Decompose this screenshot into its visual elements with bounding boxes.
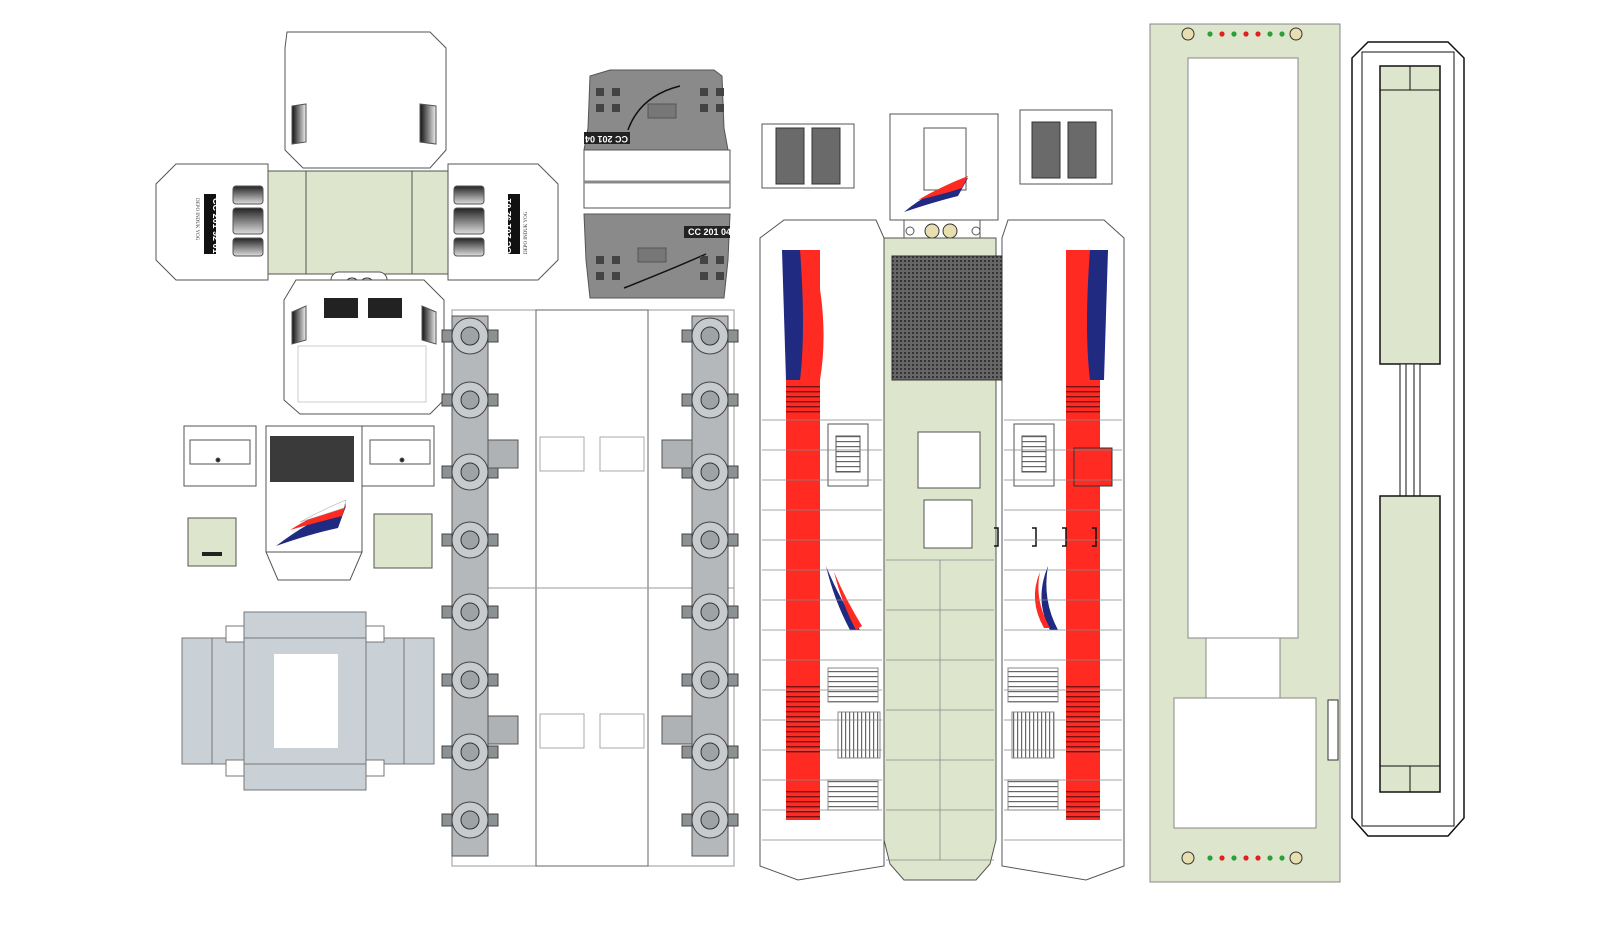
bogie-wheel-icon [681,453,739,491]
cab-front-net: CC 201 92 01 DEPO INDUK YOG CC 201 92 01… [155,31,559,415]
nose-panel-net [183,425,435,581]
bogie-wheel-icon [681,661,739,699]
wiper-icon [291,305,437,345]
depot-text-right: DEPO INDUK YOG [524,211,529,254]
bogie-wheel-icon [441,593,499,631]
bogie-wheel-icon [681,733,739,771]
side-window-icon [291,103,437,145]
cab-window-icon [232,185,485,257]
roof-plate-text-top: CC 201 04 [585,134,628,144]
cab-roof-net: CC 201 04 CC 201 04 [583,69,731,299]
number-plate-left: CC 201 92 01 DEPO INDUK YOG [194,194,221,254]
buffer-light-icon [1181,27,1303,865]
floor-frame [1351,41,1465,837]
number-plate-text-left: CC 201 92 01 [211,198,221,254]
bogie-wheel-icon [441,733,499,771]
bogie-wheel-icon [681,381,739,419]
bogie-wheel-icon [681,317,739,355]
bogie-wheel-icon [441,661,499,699]
bogie-wheel-icon [441,381,499,419]
body-side-net [759,109,1125,881]
base-box-net [181,611,435,791]
roof-plate-bottom: CC 201 04 [684,226,731,238]
bogie-wheel-icon [441,521,499,559]
livery-logo-icon [904,176,968,212]
bogie-strip [441,309,739,867]
depot-text-left: DEPO INDUK YOG [194,198,199,241]
chassis-frame [1149,23,1341,883]
number-plate-right: CC 201 92 01 DEPO INDUK YOG [503,194,529,254]
livery-logo-icon [1034,566,1058,630]
livery-logo-icon [826,566,862,630]
bogie-wheel-icon [681,593,739,631]
bogie-wheel-icon [681,801,739,839]
roof-plate-top: CC 201 04 [584,132,630,144]
bogie-wheel-icon [441,801,499,839]
livery-logo-icon [276,499,347,546]
bogie-wheel-icon [441,453,499,491]
roof-plate-text-bottom: CC 201 04 [688,227,731,237]
number-plate-text-right: CC 201 92 01 [503,198,513,254]
bogie-wheel-icon [681,521,739,559]
bogie-wheel-icon [441,317,499,355]
